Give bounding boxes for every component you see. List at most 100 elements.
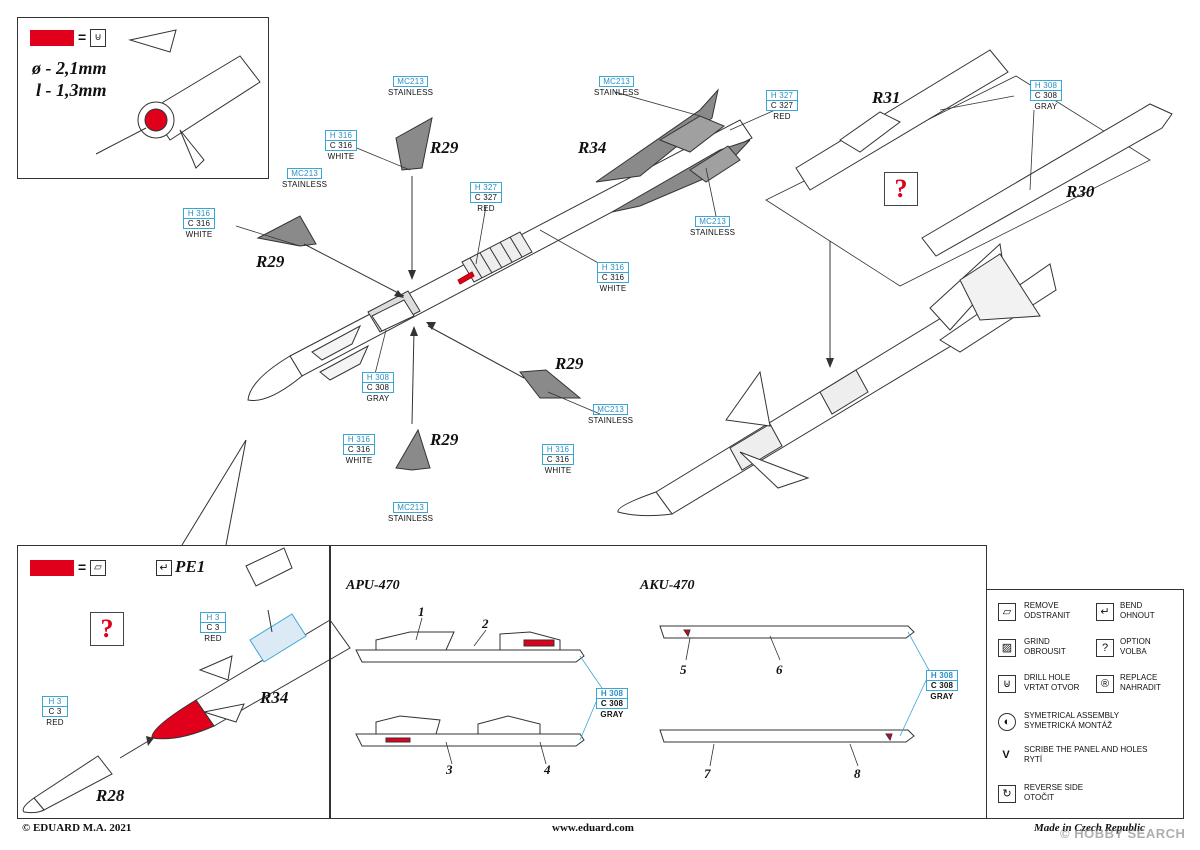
tag-name: WHITE: [599, 284, 627, 293]
tag-name: GRAY: [930, 692, 954, 701]
tag-mc213-right: MC213 STAINLESS: [588, 404, 633, 425]
tag-name: RED: [773, 112, 791, 121]
legend-en: REMOVE: [1024, 601, 1059, 610]
tag-code: MC213: [393, 502, 429, 513]
legend-cz: OHNOUT: [1120, 611, 1155, 620]
drill-hole-icon: ⊍: [998, 675, 1016, 693]
tag-c: C 3: [200, 623, 226, 633]
tag-name: STAINLESS: [282, 180, 328, 189]
label-r34-bottom: R34: [260, 688, 289, 707]
watermark: © HOBBY SEARCH: [1060, 826, 1186, 841]
tag-mc213-top: MC213 STAINLESS: [388, 76, 433, 97]
bend-icon: ↵: [1096, 603, 1114, 621]
tag-code: MC213: [287, 168, 323, 179]
tag-h: H 327: [470, 182, 502, 193]
tag-h: H 316: [343, 434, 375, 445]
tag-h: H 308: [1030, 80, 1062, 91]
label-r29-right: R29: [555, 354, 584, 373]
tag-h: H 308: [596, 688, 628, 699]
equals-sign-2: =: [78, 559, 87, 575]
tag-c: C 316: [343, 445, 375, 455]
callout-5: 5: [680, 662, 687, 677]
symmetrical-icon: ◐: [998, 713, 1016, 731]
tag-c: C 316: [183, 219, 215, 229]
aku-470-title: AKU-470: [640, 578, 695, 593]
label-pe1: PE1: [175, 557, 206, 576]
tag-mc213-r34: MC213 STAINLESS: [594, 76, 639, 97]
tag-h316-top: H 316 C 316 WHITE: [325, 130, 357, 161]
tag-code: MC213: [599, 76, 635, 87]
callout-7: 7: [704, 766, 711, 781]
rail-r31: [795, 49, 1009, 191]
tag-name: WHITE: [544, 466, 572, 475]
legend-cz: OTOČIT: [1024, 793, 1055, 802]
tag-name: STAINLESS: [388, 514, 434, 523]
equals-sign: =: [78, 29, 87, 45]
scribe-icon: V: [1002, 749, 1010, 761]
detail-inset-top: [17, 17, 269, 179]
drill-hole-icon: ⊍: [90, 29, 106, 47]
tag-code: MC213: [593, 404, 629, 415]
legend-cz: ODSTRANIT: [1024, 611, 1071, 620]
tag-h: H 308: [362, 372, 394, 383]
footer-website: www.eduard.com: [552, 822, 634, 834]
tag-name: WHITE: [185, 230, 213, 239]
tag-name: RED: [46, 718, 64, 727]
tag-h327-mid: H 327 C 327 RED: [470, 182, 502, 213]
option-mark-top: ?: [884, 172, 918, 206]
missile-right: [617, 243, 1057, 517]
tag-h: H 316: [597, 262, 629, 273]
label-r29-left: R29: [256, 252, 285, 271]
tag-name: STAINLESS: [388, 88, 434, 97]
tag-h316-left: H 316 C 316 WHITE: [183, 208, 215, 239]
tag-code: MC213: [695, 216, 731, 227]
tag-mc213-bottom: MC213 STAINLESS: [388, 502, 433, 523]
grind-icon: ▨: [998, 639, 1016, 657]
tag-h: H 316: [183, 208, 215, 219]
tag-c: C 308: [1030, 91, 1062, 101]
label-r28: R28: [96, 786, 125, 805]
legend-en: SCRIBE THE PANEL AND HOLES: [1024, 745, 1148, 754]
tag-h316-right: H 316 C 316 WHITE: [542, 444, 574, 475]
detail-nose: [22, 547, 351, 814]
legend-cz: SYMETRICKÁ MONTÁŽ: [1024, 721, 1113, 730]
callout-2: 2: [482, 616, 489, 631]
tag-mc213-left: MC213 STAINLESS: [282, 168, 327, 189]
legend-cz: VRTAT OTVOR: [1024, 683, 1080, 692]
callout-6: 6: [776, 662, 783, 677]
tag-name: RED: [204, 634, 222, 643]
remove-icon: ▱: [90, 560, 106, 576]
tag-name: STAINLESS: [588, 416, 634, 425]
remove-red-swatch: [30, 560, 74, 576]
tag-h308-rail: H 308 C 308 GRAY: [1030, 80, 1062, 111]
callout-8: 8: [854, 766, 861, 781]
tag-h: H 316: [542, 444, 574, 455]
tag-c: C 316: [325, 141, 357, 151]
tag-h: H 308: [926, 670, 958, 681]
footer-origin: Made in Czech Republic: [1034, 822, 1145, 834]
option-icon: ?: [1096, 639, 1114, 657]
tag-name: STAINLESS: [690, 228, 736, 237]
tag-h316-bottom: H 316 C 316 WHITE: [343, 434, 375, 465]
tag-name: RED: [477, 204, 495, 213]
tag-h: H 3: [200, 612, 226, 623]
tag-c: C 3: [42, 707, 68, 717]
tag-h: H 327: [766, 90, 798, 101]
legend-en: REPLACE: [1120, 673, 1158, 682]
legend-en: GRIND: [1024, 637, 1050, 646]
tag-h: H 316: [325, 130, 357, 141]
tag-code: MC213: [393, 76, 429, 87]
tag-h3-pe1: H 3 C 3 RED: [200, 612, 226, 643]
legend-panel: [986, 589, 1184, 819]
callout-3: 3: [446, 762, 453, 777]
option-mark-bottom: ?: [90, 612, 124, 646]
tag-name: GRAY: [600, 710, 624, 719]
